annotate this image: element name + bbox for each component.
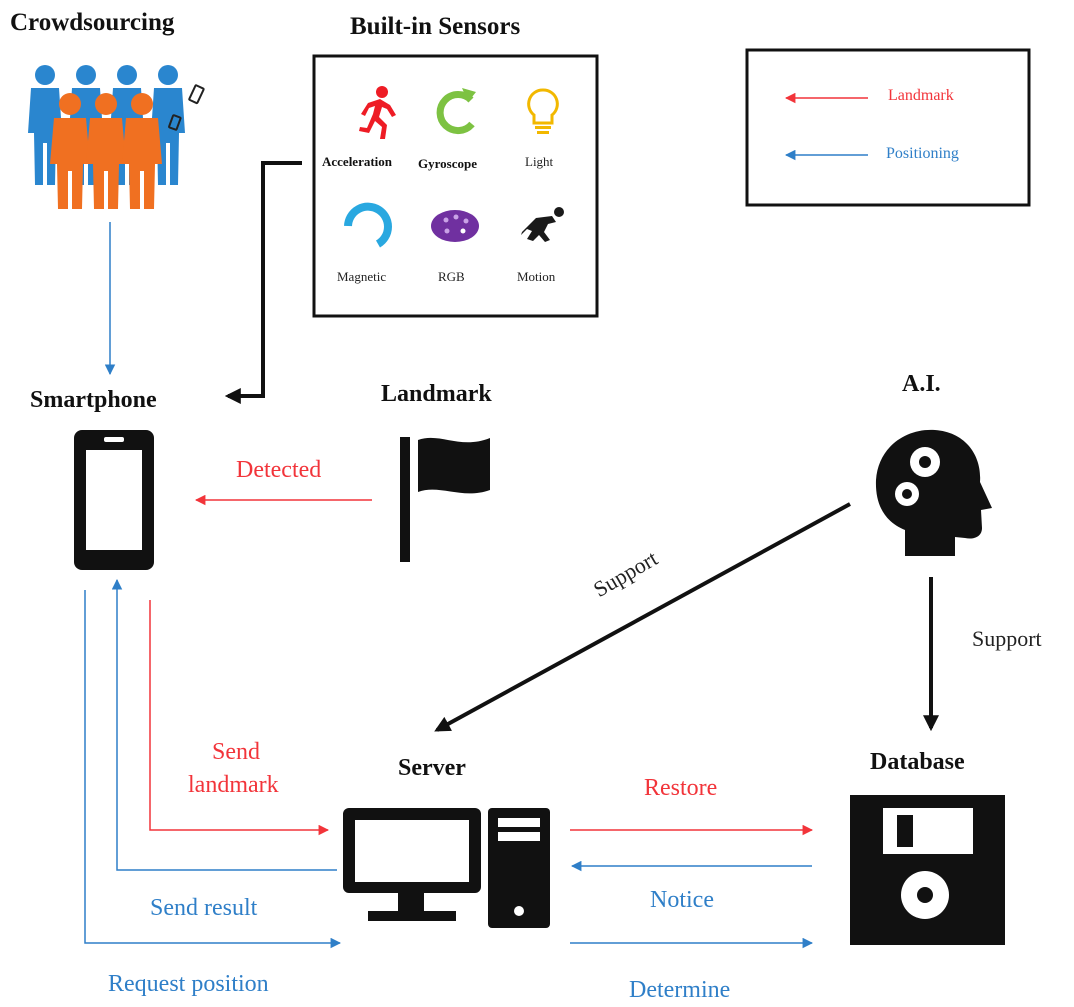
server-computer-icon xyxy=(343,808,550,928)
magnet-icon xyxy=(344,202,392,248)
sensor-label-magnetic: Magnetic xyxy=(337,269,387,284)
edge-label-notice: Notice xyxy=(650,887,714,913)
edge-label-detected: Detected xyxy=(236,457,322,483)
crowd-people-icon xyxy=(28,65,205,209)
legend-box xyxy=(745,48,1031,207)
sensor-label-acceleration: Acceleration xyxy=(322,154,393,169)
sensor-label-light: Light xyxy=(525,154,554,169)
built-in-sensors-title: Built-in Sensors xyxy=(350,13,521,40)
edge-label-landmark: landmark xyxy=(188,772,279,798)
sprinter-icon xyxy=(521,207,564,242)
smartphone-to-server-landmark-arrow xyxy=(149,600,330,836)
smartphone-icon xyxy=(74,430,154,570)
flag-icon xyxy=(400,437,490,562)
server-title: Server xyxy=(398,755,466,781)
light-bulb-icon xyxy=(527,88,559,134)
database-title: Database xyxy=(870,749,965,775)
server-to-smartphone-result-arrow xyxy=(111,578,337,871)
edge-label-send-result: Send result xyxy=(150,895,258,921)
ai-title: A.I. xyxy=(902,371,941,397)
running-person-icon xyxy=(359,86,396,139)
sensor-label-motion: Motion xyxy=(517,269,556,284)
legend-landmark-label: Landmark xyxy=(888,87,954,104)
sensor-label-rgb: RGB xyxy=(438,269,465,284)
legend-positioning-label: Positioning xyxy=(886,145,959,162)
sensors-box xyxy=(312,54,599,318)
edge-label-determine: Determine xyxy=(629,977,731,1003)
smartphone-title: Smartphone xyxy=(30,387,157,413)
database-floppy-icon xyxy=(850,795,1005,945)
sensor-label-gyroscope: Gyroscope xyxy=(418,156,477,171)
crowdsourcing-title: Crowdsourcing xyxy=(10,9,175,36)
landmark-title: Landmark xyxy=(381,381,492,407)
edge-label-request-position: Request position xyxy=(108,971,269,997)
sensors-to-smartphone-arrow xyxy=(224,161,302,404)
edge-label-restore: Restore xyxy=(644,775,718,801)
edge-label-support-database: Support xyxy=(972,626,1042,651)
ai-head-gears-icon xyxy=(875,429,992,556)
ai-to-server-arrow xyxy=(434,502,851,732)
edge-label-send: Send xyxy=(212,739,260,765)
color-palette-icon xyxy=(431,210,479,242)
smartphone-to-server-request-arrow xyxy=(84,590,342,949)
rotate-arrow-icon xyxy=(436,88,476,134)
